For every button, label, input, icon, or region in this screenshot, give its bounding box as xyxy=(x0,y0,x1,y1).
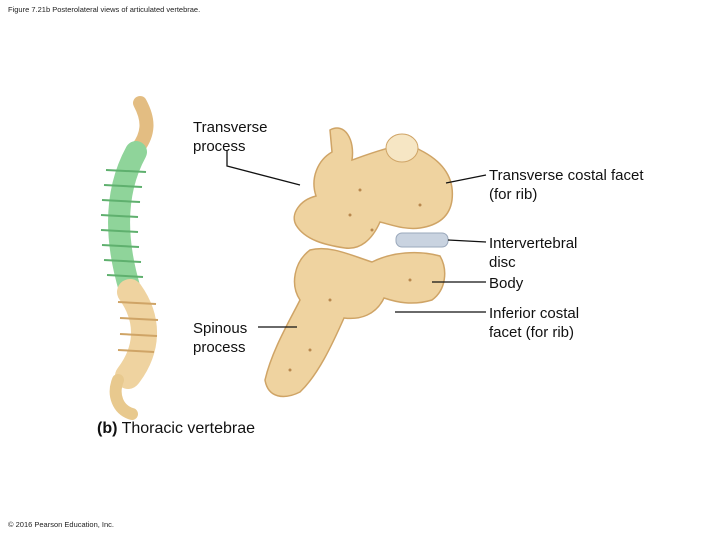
figure-subtitle: (b) Thoracic vertebrae xyxy=(97,420,255,438)
subtitle-tag: (b) xyxy=(97,420,118,437)
leader-transverse-process xyxy=(226,150,301,186)
thoracic-region xyxy=(108,141,147,301)
label-body: Body xyxy=(489,275,524,292)
subtitle-text: Thoracic vertebrae xyxy=(121,420,255,437)
leader-transverse-costal-facet xyxy=(445,174,487,184)
label-inferior-costal-facet: Inferior costal facet (for rib) xyxy=(489,305,580,341)
label-transverse-process: Transverse process xyxy=(193,119,268,155)
leader-lines xyxy=(226,150,487,328)
copyright: © 2016 Pearson Education, Inc. xyxy=(8,520,115,529)
label-intervertebral-disc: Intervertebral disc xyxy=(489,235,578,271)
articulated-vertebrae xyxy=(264,127,454,398)
label-transverse-costal-facet: Transverse costal facet (for rib) xyxy=(489,167,644,203)
figure-caption: Figure 7.21b Posterolateral views of art… xyxy=(8,5,201,14)
label-spinous-process: Spinous process xyxy=(193,320,248,356)
leader-intervertebral-disc xyxy=(447,239,487,243)
vertebral-column xyxy=(100,96,159,420)
